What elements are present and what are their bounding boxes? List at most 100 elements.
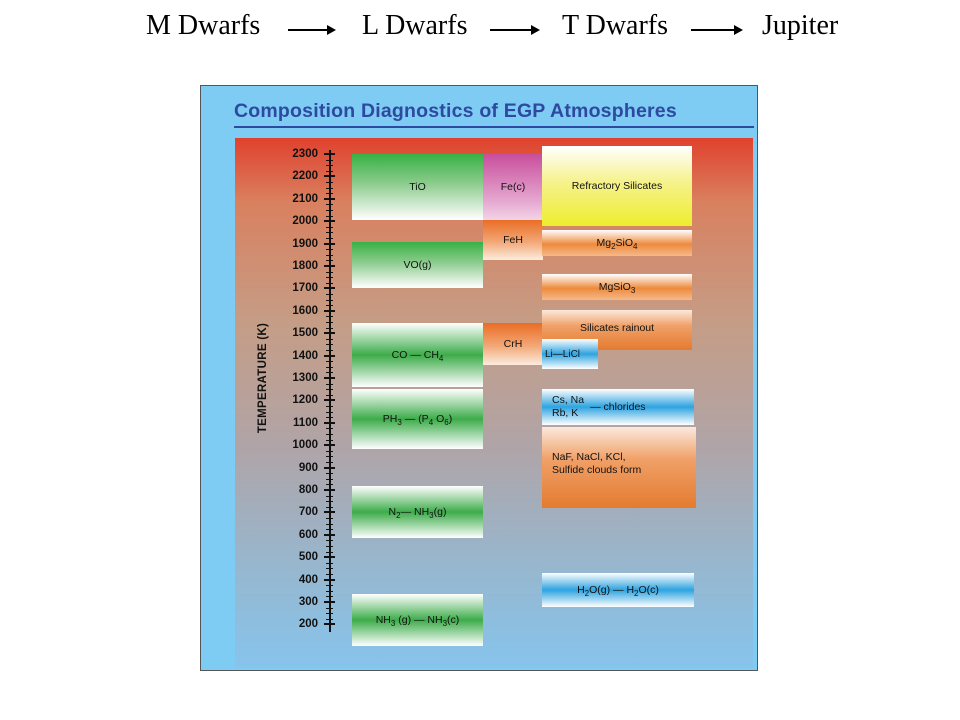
- axis-minor-tick: [326, 204, 333, 206]
- title-underline: [234, 126, 754, 128]
- axis-minor-tick: [326, 607, 333, 609]
- axis-minor-tick: [326, 540, 333, 542]
- chlorides-label: — chlorides: [590, 401, 646, 413]
- axis-major-tick: [324, 421, 335, 424]
- axis-major-tick: [324, 399, 335, 402]
- axis-tick-label: 300: [298, 596, 318, 608]
- axis-tick-label: 200: [298, 618, 318, 631]
- axis-minor-tick: [326, 613, 333, 615]
- axis-minor-tick: [326, 350, 333, 351]
- axis-tick-label: 1800: [292, 260, 318, 272]
- co-ch4-label: CO — CH4: [391, 349, 444, 363]
- mgsio3-box: MgSiO3: [542, 274, 692, 300]
- axis-minor-tick: [326, 506, 333, 508]
- seq-arrow-icon: [490, 25, 540, 35]
- axis-minor-tick: [326, 170, 333, 172]
- axis-major-tick: [324, 556, 335, 559]
- axis-minor-tick: [326, 389, 333, 391]
- seq-arrow-icon: [288, 25, 336, 35]
- axis-major-tick: [324, 287, 335, 290]
- axis-minor-tick: [326, 551, 333, 553]
- axis-minor-tick: [326, 182, 333, 183]
- axis-minor-tick: [326, 271, 333, 273]
- axis-major-tick: [324, 601, 335, 603]
- axis-major-tick: [324, 220, 335, 223]
- axis-minor-tick: [326, 585, 333, 587]
- axis-minor-tick: [326, 282, 333, 284]
- silicates-rainout-label: Silicates rainout: [579, 322, 655, 334]
- y-axis-label: TEMPERATURE (K): [257, 322, 269, 434]
- vo-box: VO(g): [352, 242, 483, 288]
- axis-tick-label: 1300: [292, 372, 318, 384]
- nh3-box: NH3 (g) — NH3(c): [352, 594, 483, 646]
- fe-label: Fe(c): [500, 181, 526, 193]
- axis-major-tick: [324, 242, 335, 245]
- axis-minor-tick: [326, 495, 333, 497]
- axis-minor-tick: [326, 518, 333, 519]
- axis-major-tick: [324, 309, 335, 312]
- axis-minor-tick: [326, 277, 333, 279]
- feh-box: FeH: [483, 220, 543, 260]
- mg2sio4-label: Mg2SiO4: [596, 237, 638, 251]
- axis-tick-label: 2000: [292, 215, 318, 228]
- axis-minor-tick: [326, 215, 333, 217]
- axis-minor-tick: [326, 406, 333, 407]
- axis-tick-label: 800: [298, 484, 318, 496]
- vo-label: VO(g): [403, 259, 432, 271]
- axis-tick-label: 2300: [292, 148, 318, 160]
- axis-minor-tick: [326, 462, 333, 463]
- axis-minor-tick: [326, 260, 333, 262]
- axis-minor-tick: [326, 322, 333, 323]
- axis-minor-tick: [326, 338, 333, 340]
- sulfide-clouds-box: NaF, NaCl, KCl,Sulfide clouds form: [542, 427, 696, 508]
- axis-minor-tick: [326, 428, 333, 430]
- ph3-label: PH3 — (P4 O6): [382, 413, 453, 427]
- mg2sio4-box: Mg2SiO4: [542, 230, 692, 256]
- axis-minor-tick: [326, 232, 333, 234]
- axis-minor-tick: [326, 193, 333, 195]
- axis-minor-tick: [326, 546, 333, 547]
- li-licl-label: Li—LiCl: [545, 348, 581, 360]
- axis-tick-label: 1700: [292, 282, 318, 295]
- axis-tick-label: 500: [298, 551, 318, 564]
- axis-major-tick: [324, 533, 335, 536]
- axis-major-tick: [324, 354, 335, 357]
- axis-minor-tick: [326, 238, 333, 239]
- axis-tick-label: 1100: [293, 416, 318, 429]
- seq-m-dwarfs: M Dwarfs: [146, 10, 261, 41]
- fe-box: Fe(c): [483, 154, 543, 220]
- axis-minor-tick: [326, 159, 333, 161]
- axis-tick-label: 1000: [292, 439, 318, 452]
- axis-minor-tick: [326, 366, 333, 368]
- ph3-box: PH3 — (P4 O6): [352, 389, 483, 449]
- axis-tick-label: 600: [298, 528, 318, 541]
- axis-minor-tick: [326, 439, 333, 441]
- axis-minor-tick: [326, 394, 333, 396]
- axis-major-tick: [324, 444, 335, 447]
- axis-tick-label: 400: [298, 573, 318, 586]
- sulfide-clouds-label: NaF, NaCl, KCl,Sulfide clouds form: [552, 451, 642, 476]
- h2o-label: H2O(g) — H2O(c): [577, 584, 659, 598]
- axis-minor-tick: [326, 574, 333, 575]
- axis-minor-tick: [326, 187, 333, 189]
- axis-tick-label: 1900: [292, 237, 318, 250]
- axis-minor-tick: [326, 254, 333, 256]
- axis-major-tick: [324, 623, 335, 626]
- axis-tick-label: 700: [298, 506, 318, 519]
- n2-nh3-label: N2— NH3(g): [388, 506, 447, 520]
- figure-title: Composition Diagnostics of EGP Atmospher…: [234, 100, 677, 122]
- axis-minor-tick: [326, 294, 333, 295]
- axis-major-tick: [324, 489, 335, 491]
- axis-minor-tick: [326, 590, 333, 592]
- refractory-silicates-box: Refractory Silicates: [542, 146, 692, 226]
- axis-minor-tick: [326, 383, 333, 385]
- axis-major-tick: [324, 153, 335, 155]
- axis-minor-tick: [326, 456, 333, 458]
- seq-arrow-icon: [691, 25, 743, 35]
- axis-tick-label: 1600: [292, 304, 318, 317]
- axis-tick-label: 2200: [292, 170, 318, 183]
- axis-minor-tick: [326, 484, 333, 486]
- temperature-axis: [329, 150, 331, 632]
- feh-label: FeH: [503, 234, 523, 246]
- axis-minor-tick: [326, 305, 333, 307]
